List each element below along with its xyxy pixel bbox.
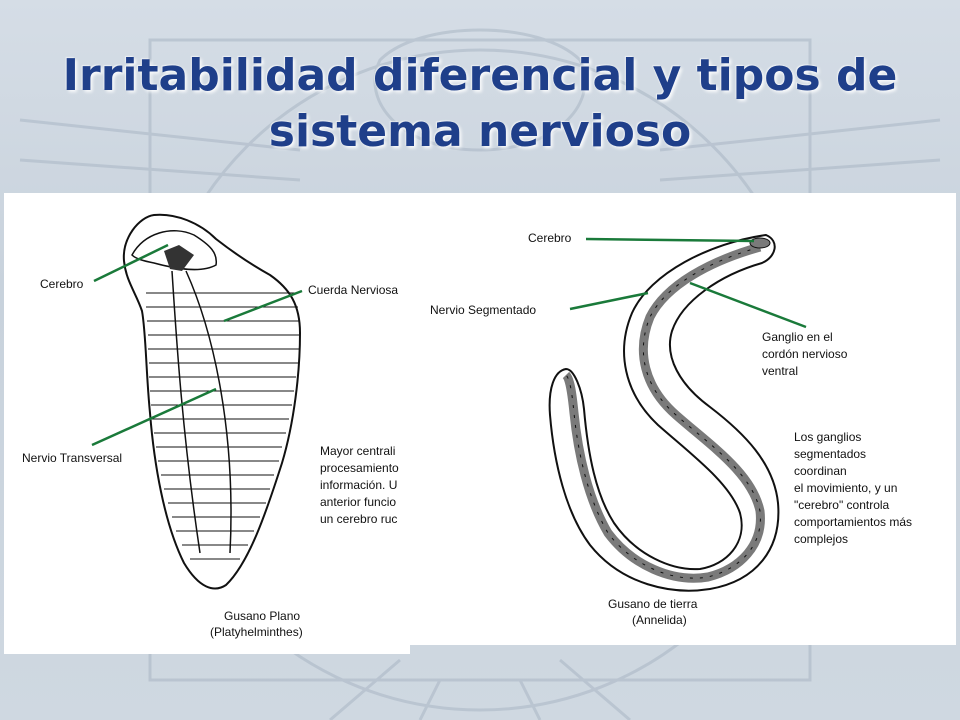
flatworm-nerve-cord-right (185, 270, 232, 554)
flatworm-nerve-cord-left (171, 270, 201, 554)
earthworm-ganglia (565, 246, 761, 579)
flatworm-caption-2: (Platyhelminthes) (210, 625, 303, 639)
flatworm-drawing (91, 213, 303, 590)
title-line-1: Irritabilidad diferencial y tipos de (62, 50, 898, 101)
flatworm-body-outline (122, 213, 302, 590)
earthworm-note: Los ganglios segmentados coordinan el mo… (794, 430, 913, 546)
flatworm-transverse-nerves (146, 292, 300, 560)
earthworm-brain-pointer (585, 237, 755, 243)
flatworm-transverse-pointer (91, 387, 217, 447)
earthworm-segmented-label: Nervio Segmentado (430, 303, 537, 317)
flatworm-caption-1: Gusano Plano (224, 609, 301, 623)
flatworm-nerve-cord-label: Cuerda Nerviosa (308, 283, 399, 297)
earthworm-ganglia-pointer (689, 281, 807, 329)
flatworm-brain-pointer (93, 243, 169, 283)
flatworm-panel: Cerebro Cuerda Nerviosa Nervio Transvers… (4, 193, 410, 654)
earthworm-caption-2: (Annelida) (632, 613, 687, 627)
flatworm-note: Mayor centrali procesamiento información… (320, 444, 399, 526)
earthworm-caption-1: Gusano de tierra (608, 597, 698, 611)
title-line-2: sistema nervioso (268, 106, 692, 157)
page-title: Irritabilidad diferencial y tipos de sis… (0, 48, 960, 160)
flatworm-brain-label: Cerebro (40, 277, 84, 291)
flatworm-transverse-label: Nervio Transversal (22, 451, 123, 465)
flatworm-cord-pointer (223, 289, 303, 323)
earthworm-brain-label: Cerebro (528, 231, 572, 245)
earthworm-ganglia-label: Ganglio en el cordón nervioso ventral (762, 330, 848, 378)
earthworm-segmented-pointer (569, 291, 649, 311)
flatworm-brain (164, 245, 194, 271)
earthworm-panel: Cerebro Nervio Segmentado Ganglio en el … (410, 193, 956, 645)
earthworm-drawing (548, 233, 807, 592)
earthworm-body-outline (548, 233, 780, 592)
earthworm-brain (749, 237, 771, 249)
